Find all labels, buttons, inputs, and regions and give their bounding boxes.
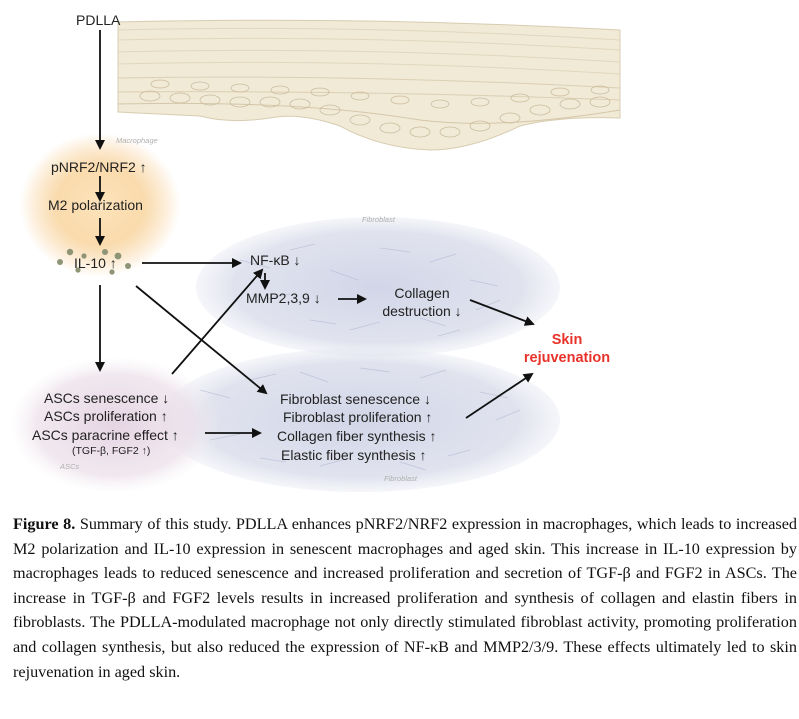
ascs-tag: ASCs: [60, 462, 80, 471]
caption-label: Figure 8.: [13, 515, 76, 533]
figure-graphics: [10, 19, 621, 493]
nrf2-label: pNRF2/NRF2 ↑: [51, 159, 147, 175]
skin-layer-illustration: [117, 19, 621, 151]
skin-line1: Skin: [551, 332, 583, 348]
skin-rejuvenation-label: Skin rejuvenation: [514, 331, 620, 367]
collagen-line2: destruction ↓: [382, 303, 462, 319]
collagen-destruction-label: Collagen destruction ↓: [372, 284, 472, 320]
fibroblast-region-top: [196, 217, 560, 357]
nfkb-label: NF-κB ↓: [250, 252, 301, 268]
collagen-synthesis-label: Collagen fiber synthesis ↑: [277, 428, 437, 444]
ascs-proliferation-label: ASCs proliferation ↑: [44, 408, 168, 424]
m2-polarization-label: M2 polarization: [48, 197, 143, 213]
pdlla-label: PDLLA: [76, 12, 121, 28]
summary-figure: PDLLA Macrophage pNRF2/NRF2 ↑ M2 polariz…: [10, 12, 621, 493]
fibroblast-proliferation-label: Fibroblast proliferation ↑: [283, 409, 433, 425]
fibroblast-senescence-label: Fibroblast senescence ↓: [280, 391, 431, 407]
macrophage-tag: Macrophage: [116, 136, 158, 145]
macrophage-glow: [20, 133, 180, 277]
fibroblast-tag-top: Fibroblast: [362, 215, 395, 224]
skin-line2: rejuvenation: [523, 350, 611, 366]
fibroblast-tag-bottom: Fibroblast: [384, 474, 417, 483]
il10-dots: [57, 248, 131, 275]
ascs-factors-label: (TGF-β, FGF2 ↑): [72, 445, 151, 457]
collagen-line1: Collagen: [394, 285, 450, 301]
arrows: [95, 30, 535, 438]
ascs-senescence-label: ASCs senescence ↓: [44, 390, 170, 406]
caption-text: Summary of this study. PDLLA enhances pN…: [13, 515, 798, 681]
ascs-paracrine-label: ASCs paracrine effect ↑: [32, 427, 179, 443]
ascs-region: [10, 357, 220, 493]
il10-label: IL-10 ↑: [74, 255, 117, 271]
fibroblast-region-bottom: [160, 348, 560, 492]
elastic-synthesis-label: Elastic fiber synthesis ↑: [281, 447, 427, 463]
mmp-label: MMP2,3,9 ↓: [246, 290, 321, 306]
figure-caption: Figure 8. Summary of this study. PDLLA e…: [13, 512, 797, 684]
